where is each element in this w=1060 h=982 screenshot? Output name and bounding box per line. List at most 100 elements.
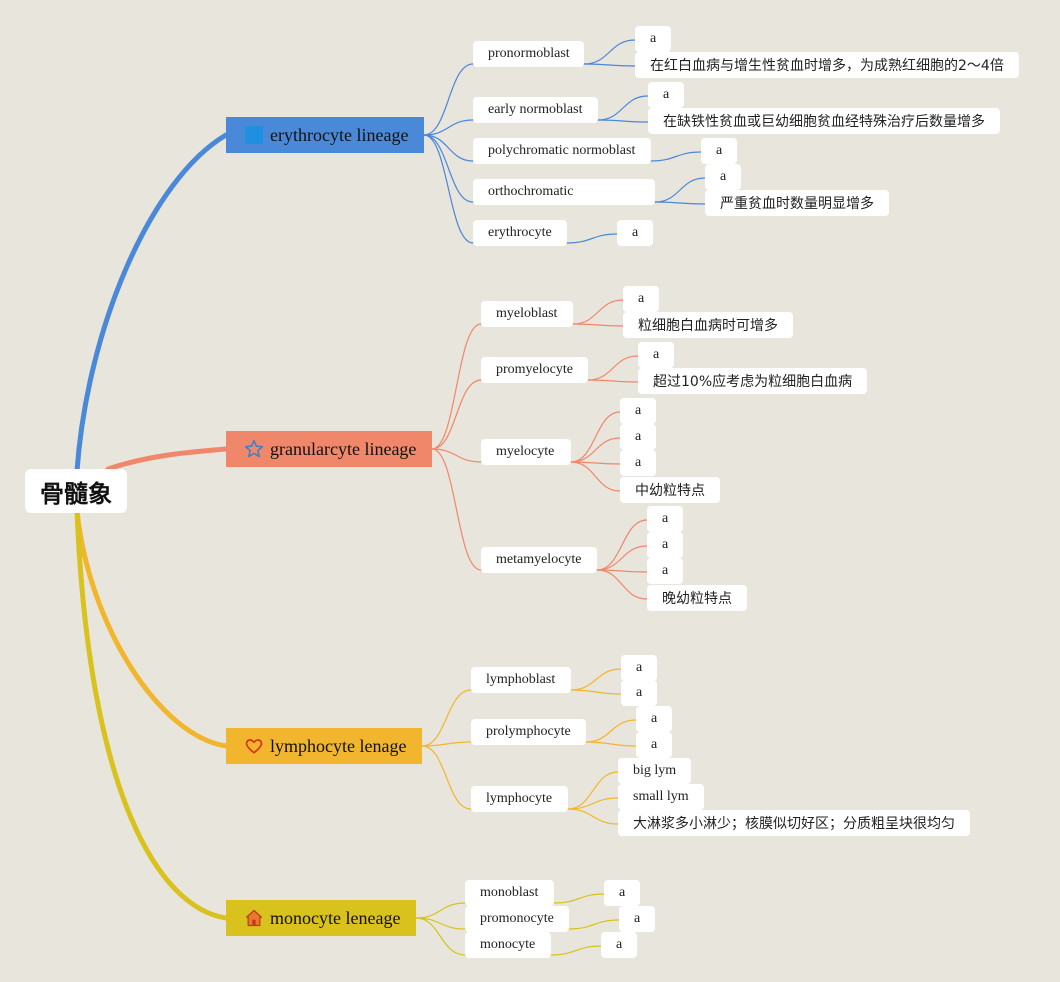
sub-connector bbox=[421, 689, 472, 747]
leaf-connector bbox=[650, 151, 702, 162]
leaf-connector bbox=[567, 808, 619, 825]
leaf-node[interactable]: a bbox=[635, 26, 672, 52]
leaf-node[interactable]: a bbox=[648, 82, 685, 108]
leaf-connector bbox=[570, 668, 622, 691]
leaf-node[interactable]: a bbox=[620, 424, 657, 450]
leaf-node[interactable]: big lym bbox=[618, 758, 692, 784]
leaf-node[interactable]: a bbox=[705, 164, 742, 190]
leaf-node[interactable]: 粒细胞白血病时可增多 bbox=[623, 312, 793, 338]
leaf-connector bbox=[570, 411, 621, 463]
node-early-normoblast[interactable]: early normoblast bbox=[473, 97, 598, 123]
node-polychromatic-normoblast[interactable]: polychromatic normoblast bbox=[473, 138, 651, 164]
sub-connector bbox=[415, 917, 466, 956]
sub-connector bbox=[431, 323, 482, 450]
branch-granularcyte[interactable]: granularcyte lineage bbox=[226, 431, 432, 467]
root-node[interactable]: 骨髓象 bbox=[25, 469, 127, 513]
leaf-node[interactable]: 大淋浆多小淋少；核膜似切好区；分质粗呈块很均匀 bbox=[618, 810, 970, 836]
node-lymphocyte[interactable]: lymphocyte bbox=[471, 786, 568, 812]
leaf-connector bbox=[567, 771, 619, 810]
leaf-node[interactable]: a bbox=[621, 655, 658, 681]
branch-connector bbox=[74, 508, 229, 749]
leaf-connector bbox=[587, 379, 639, 383]
leaf-node[interactable]: a bbox=[621, 680, 658, 706]
leaf-node[interactable]: 严重贫血时数量明显增多 bbox=[705, 190, 889, 216]
leaf-connector bbox=[596, 519, 648, 571]
sub-connector bbox=[431, 448, 482, 463]
leaf-node[interactable]: 中幼粒特点 bbox=[620, 477, 720, 503]
leaf-connector bbox=[596, 545, 648, 571]
sub-connector bbox=[423, 134, 474, 203]
leaf-node[interactable]: a bbox=[604, 880, 641, 906]
branch-connector bbox=[74, 132, 229, 474]
node-promyelocyte[interactable]: promyelocyte bbox=[481, 357, 588, 383]
leaf-node[interactable]: small lym bbox=[618, 784, 704, 810]
leaf-connector bbox=[654, 177, 706, 203]
leaf-connector bbox=[572, 323, 624, 327]
branch-connector bbox=[105, 446, 229, 472]
leaf-connector bbox=[572, 299, 624, 325]
leaf-node[interactable]: 在缺铁性贫血或巨幼细胞贫血经特殊治疗后数量增多 bbox=[648, 108, 1000, 134]
sub-connector bbox=[423, 134, 474, 244]
sub-connector bbox=[415, 902, 466, 919]
node-pronormoblast[interactable]: pronormoblast bbox=[473, 41, 584, 67]
sub-connector bbox=[423, 134, 474, 162]
leaf-node[interactable]: a bbox=[620, 398, 657, 424]
leaf-connector bbox=[568, 919, 620, 930]
leaf-node[interactable]: 超过10%应考虑为粒细胞白血病 bbox=[638, 368, 868, 394]
leaf-connector bbox=[583, 63, 636, 67]
leaf-connector bbox=[570, 461, 621, 492]
sub-connector bbox=[431, 448, 482, 571]
branch-label: granularcyte lineage bbox=[270, 438, 417, 459]
leaf-connector bbox=[583, 39, 636, 65]
node-lymphoblast[interactable]: lymphoblast bbox=[471, 667, 571, 693]
branch-monocyte[interactable]: monocyte leneage bbox=[226, 900, 416, 936]
leaf-connector bbox=[585, 719, 637, 743]
sub-connector bbox=[421, 745, 472, 810]
sub-connector bbox=[431, 379, 482, 450]
leaf-node[interactable]: a bbox=[647, 506, 684, 532]
branch-connector bbox=[74, 508, 229, 921]
node-erythrocyte[interactable]: erythrocyte bbox=[473, 220, 567, 246]
leaf-node[interactable]: a bbox=[636, 706, 673, 732]
leaf-connector bbox=[553, 893, 605, 904]
branch-lymphocyte[interactable]: lymphocyte lenage bbox=[226, 728, 422, 764]
leaf-connector bbox=[566, 233, 618, 244]
home-icon bbox=[244, 908, 264, 928]
sub-connector bbox=[421, 741, 472, 747]
node-orthochromatic[interactable]: orthochromatic bbox=[473, 179, 655, 205]
node-promonocyte[interactable]: promonocyte bbox=[465, 906, 569, 932]
node-monoblast[interactable]: monoblast bbox=[465, 880, 554, 906]
leaf-connector bbox=[596, 569, 648, 600]
node-metamyelocyte[interactable]: metamyelocyte bbox=[481, 547, 597, 573]
leaf-node[interactable]: a bbox=[619, 906, 656, 932]
leaf-node[interactable]: a bbox=[647, 532, 684, 558]
leaf-node[interactable]: 在红白血病与增生性贫血时增多，为成熟红细胞的2～4倍 bbox=[635, 52, 1019, 78]
sub-connector bbox=[423, 119, 474, 136]
node-prolymphocyte[interactable]: prolymphocyte bbox=[471, 719, 586, 745]
node-myeloblast[interactable]: myeloblast bbox=[481, 301, 573, 327]
branch-label: monocyte leneage bbox=[270, 907, 401, 928]
blue-square-icon bbox=[244, 125, 264, 145]
leaf-connector bbox=[570, 437, 621, 463]
leaf-node[interactable]: a bbox=[638, 342, 675, 368]
leaf-node[interactable]: a bbox=[620, 450, 657, 476]
leaf-connector bbox=[597, 119, 649, 123]
leaf-node[interactable]: a bbox=[636, 732, 673, 758]
sub-connector bbox=[423, 63, 474, 136]
star-icon bbox=[244, 439, 264, 459]
leaf-connector bbox=[587, 355, 639, 381]
node-monocyte[interactable]: monocyte bbox=[465, 932, 551, 958]
leaf-node[interactable]: a bbox=[601, 932, 638, 958]
branch-label: erythrocyte lineage bbox=[270, 124, 409, 145]
leaf-node[interactable]: a bbox=[617, 220, 654, 246]
branch-label: lymphocyte lenage bbox=[270, 735, 407, 756]
leaf-connector bbox=[597, 95, 649, 121]
leaf-node[interactable]: a bbox=[647, 558, 684, 584]
branch-erythrocyte[interactable]: erythrocyte lineage bbox=[226, 117, 424, 153]
leaf-node[interactable]: 晚幼粒特点 bbox=[647, 585, 747, 611]
node-myelocyte[interactable]: myelocyte bbox=[481, 439, 571, 465]
leaf-node[interactable]: a bbox=[701, 138, 738, 164]
leaf-connector bbox=[654, 201, 706, 205]
leaf-node[interactable]: a bbox=[623, 286, 660, 312]
heart-icon bbox=[244, 736, 264, 756]
